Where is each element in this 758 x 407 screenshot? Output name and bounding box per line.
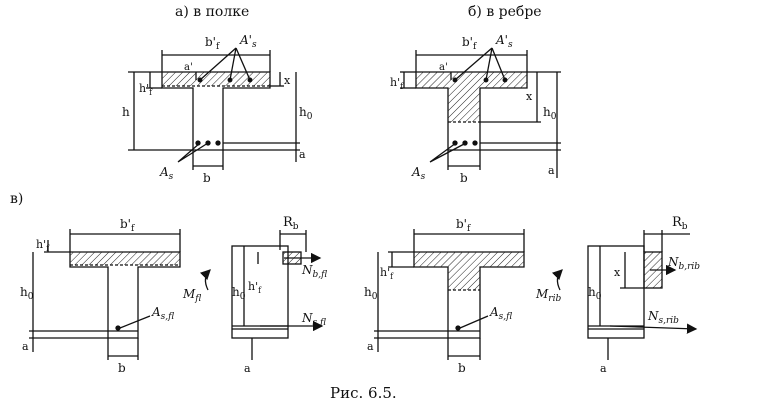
- label-nsrib: Ns,rib: [647, 309, 679, 326]
- section-v1-section: [29, 229, 181, 360]
- section-v2-labels: b'f h'f h0 a b As,fl: [364, 217, 512, 375]
- label-nsfl: Ns,fl: [301, 311, 326, 328]
- header-a: а) в полке: [175, 4, 249, 20]
- label-bf-v1: b'f: [120, 217, 135, 234]
- label-x-b: x: [526, 90, 533, 103]
- header-v: в): [10, 191, 23, 207]
- label-h0-sd1: h0: [232, 285, 246, 302]
- stress-diagram-v1: [199, 230, 324, 360]
- label-mfl: Mfl: [182, 287, 201, 304]
- label-a-v2: a: [367, 340, 374, 353]
- label-h-a: h: [122, 105, 130, 119]
- label-rb-v2: Rb: [672, 215, 688, 232]
- label-bf-a: b'f: [205, 35, 220, 52]
- label-as-b: As: [411, 165, 426, 182]
- label-h0-sd2: h0: [588, 285, 602, 302]
- label-a-sd1: a: [244, 362, 251, 375]
- label-hf-b: h'f: [390, 76, 404, 91]
- label-h0-v1: h0: [20, 285, 34, 302]
- label-b-v1: b: [118, 361, 126, 375]
- section-v2-section: [374, 229, 525, 360]
- label-x-sd2: x: [614, 266, 621, 279]
- label-b-b: b: [460, 171, 468, 185]
- label-h0-v2: h0: [364, 285, 378, 302]
- section-a-flange: [128, 47, 300, 170]
- label-nbrib: Nb,rib: [667, 255, 700, 272]
- label-hf-v1: h'f: [36, 238, 50, 253]
- label-a-sd2: a: [600, 362, 607, 375]
- label-asfl-v2: As,fl: [489, 305, 512, 322]
- label-hf-sd1: h'f: [248, 280, 262, 295]
- label-bf-b: b'f: [462, 35, 477, 52]
- label-a-v1: a: [22, 340, 29, 353]
- section-b-labels: b'f A's a' h'f x h0 a b As: [390, 33, 557, 185]
- label-asfl-v1: As,fl: [151, 305, 174, 322]
- header-b: б) в ребре: [468, 4, 542, 20]
- section-a-labels: b'f A's a' h h'f x h0 a b As: [122, 33, 313, 185]
- label-mrib: Mrib: [535, 287, 561, 304]
- label-x-a: x: [284, 74, 291, 87]
- label-bf-v2: b'f: [456, 217, 471, 234]
- section-v1-labels: b'f h'f h0 a b As,fl: [20, 217, 174, 375]
- label-as-prime-a: A's: [239, 33, 257, 50]
- label-h0-a: h0: [299, 105, 313, 122]
- label-a-b: a: [548, 164, 555, 177]
- stress-diagram-v1-labels: Rb Nb,fl Ns,fl Mfl h0 h'f a: [182, 215, 327, 375]
- label-rb-v1: Rb: [283, 215, 299, 232]
- figure-caption: Рис. 6.5.: [330, 384, 397, 402]
- label-a-prime-a: a': [184, 62, 193, 73]
- label-b-a: b: [203, 171, 211, 185]
- label-a-prime-b: a': [439, 62, 448, 73]
- label-as-a: As: [159, 165, 174, 182]
- label-b-v2: b: [458, 361, 466, 375]
- stress-diagram-v2-labels: Rb Nb,rib Ns,rib Mrib h0 x a: [535, 215, 700, 375]
- label-h0-b: h0: [543, 105, 557, 122]
- label-a-a: a: [299, 148, 306, 161]
- label-nbfl: Nb,fl: [301, 263, 327, 280]
- label-hf-v2: h'f: [380, 266, 394, 281]
- section-b-rib: [400, 47, 561, 178]
- label-hf-a: h'f: [139, 82, 153, 97]
- label-as-prime-b: A's: [495, 33, 513, 50]
- stress-diagram-v2: [551, 230, 698, 360]
